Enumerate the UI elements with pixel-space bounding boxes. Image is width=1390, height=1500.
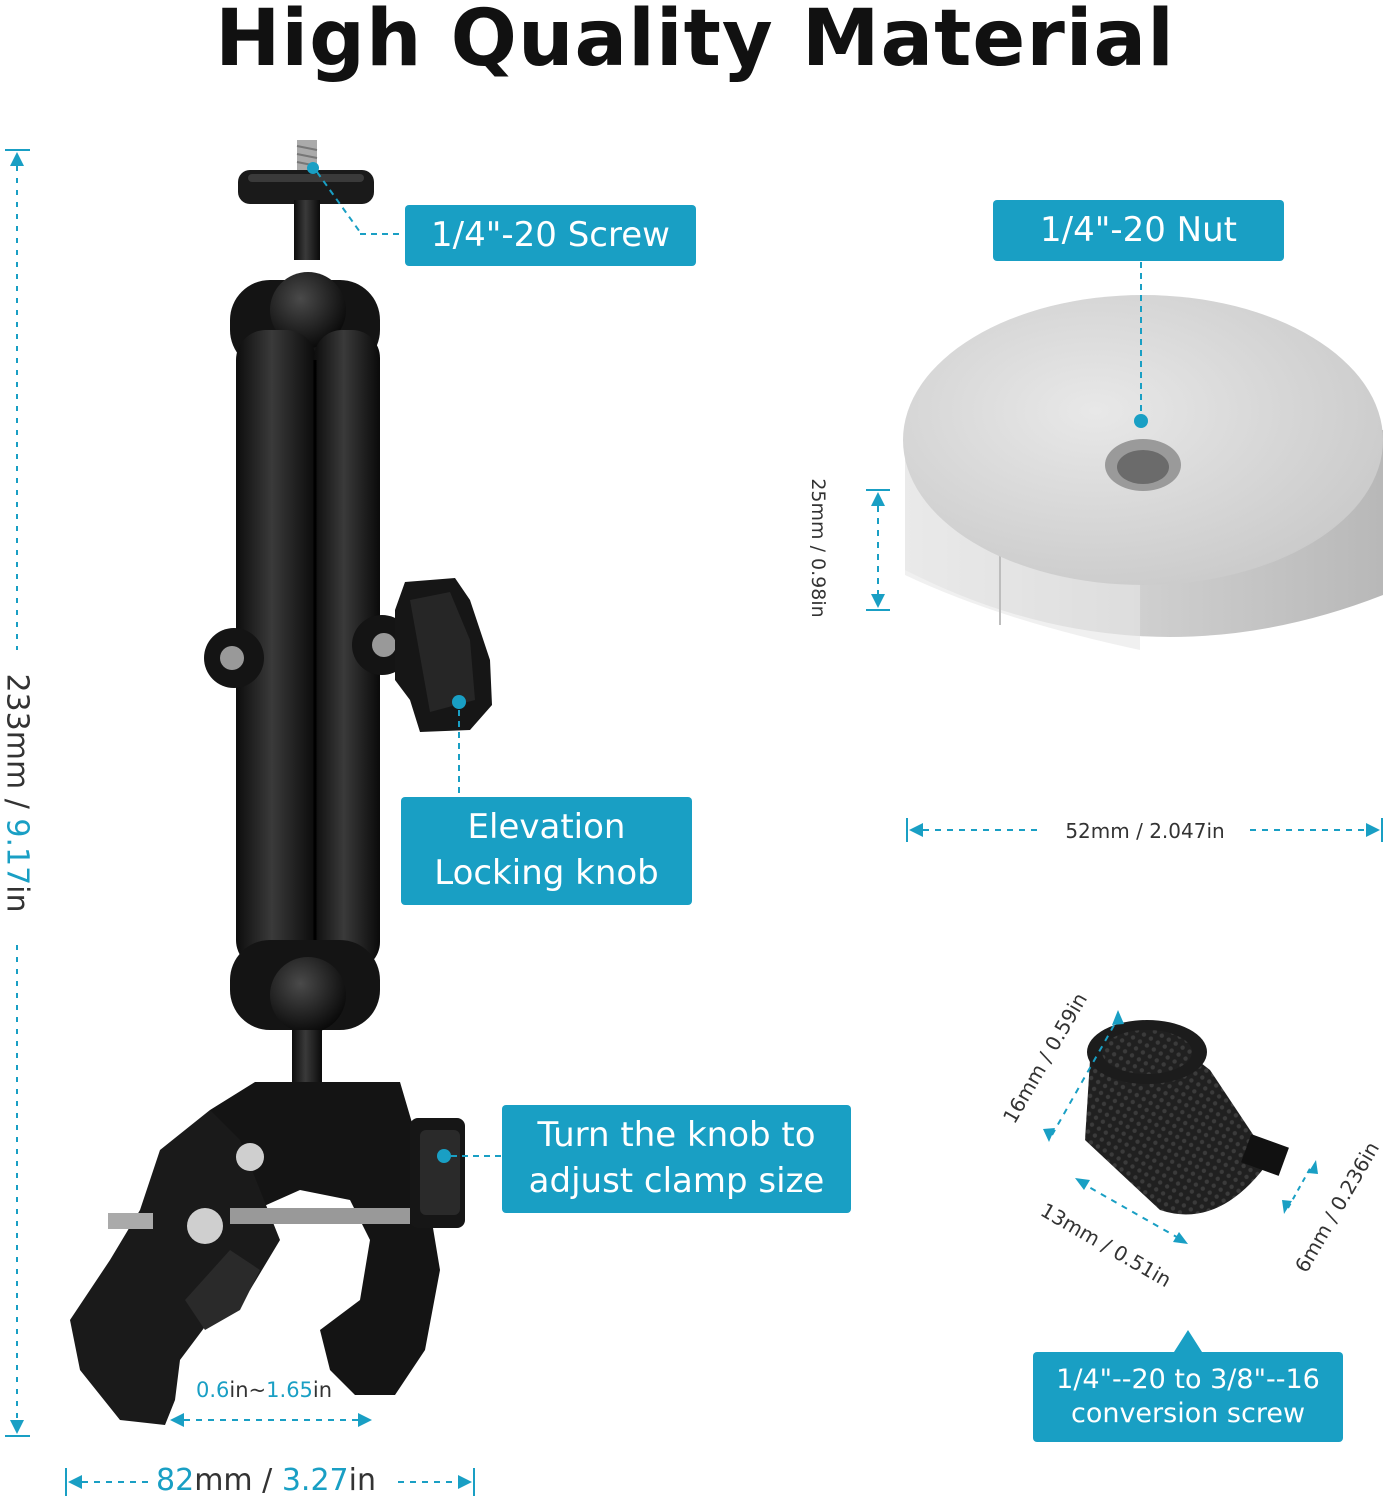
nut-height-label: 25mm / 0.98in	[807, 478, 829, 618]
nut-callout: 1/4"-20 Nut	[993, 200, 1284, 261]
height-in-unit: in	[0, 885, 35, 913]
magic-arm-mount	[70, 140, 502, 1425]
width-in-value: 3.27	[281, 1463, 349, 1498]
conversion-callout-line1: 1/4"--20 to 3/8"--16	[1056, 1364, 1320, 1396]
width-dimension-label: 82mm / 3.27in	[156, 1463, 376, 1498]
conversion-screw-callout: 1/4"--20 to 3/8"--16 conversion screw	[1033, 1352, 1343, 1442]
clamp-knob-callout: Turn the knob to adjust clamp size	[502, 1105, 851, 1213]
clamp-min-value: 0.6	[196, 1378, 230, 1402]
clamp-range-separator: in~	[229, 1378, 267, 1402]
conversion-callout-line2: conversion screw	[1070, 1398, 1306, 1429]
clamp-range-label: 0.6in~1.65in	[196, 1378, 332, 1402]
screw-callout: 1/4"-20 Screw	[405, 205, 696, 266]
clamp-callout-line2: adjust clamp size	[528, 1161, 825, 1201]
elevation-knob-callout: Elevation Locking knob	[401, 797, 692, 905]
dimension-lines	[5, 149, 1383, 1496]
screw-callout-text: 1/4"-20 Screw	[431, 214, 670, 255]
clamp-callout-line1: Turn the knob to	[537, 1115, 816, 1156]
clamp-max-value: 1.65	[266, 1378, 313, 1402]
height-dimension-label: 233mm / 9.17in	[0, 673, 35, 912]
height-in-value: 9.17	[0, 818, 35, 886]
conversion-screw	[1085, 1020, 1289, 1215]
width-in-unit: in	[348, 1463, 376, 1498]
elevation-callout-line1: Elevation	[467, 807, 626, 848]
aluminum-base	[903, 262, 1383, 650]
width-mm-unit: mm /	[194, 1463, 282, 1498]
height-mm-value: 233	[0, 673, 35, 731]
nut-width-label: 52mm / 2.047in	[1065, 819, 1225, 843]
width-mm-value: 82	[156, 1463, 195, 1498]
elevation-callout-line2: Locking knob	[434, 853, 659, 893]
height-mm-unit: mm /	[0, 730, 35, 819]
page-title: High Quality Material	[215, 0, 1175, 84]
nut-callout-text: 1/4"-20 Nut	[1039, 209, 1237, 250]
clamp-range-unit: in	[312, 1378, 333, 1402]
